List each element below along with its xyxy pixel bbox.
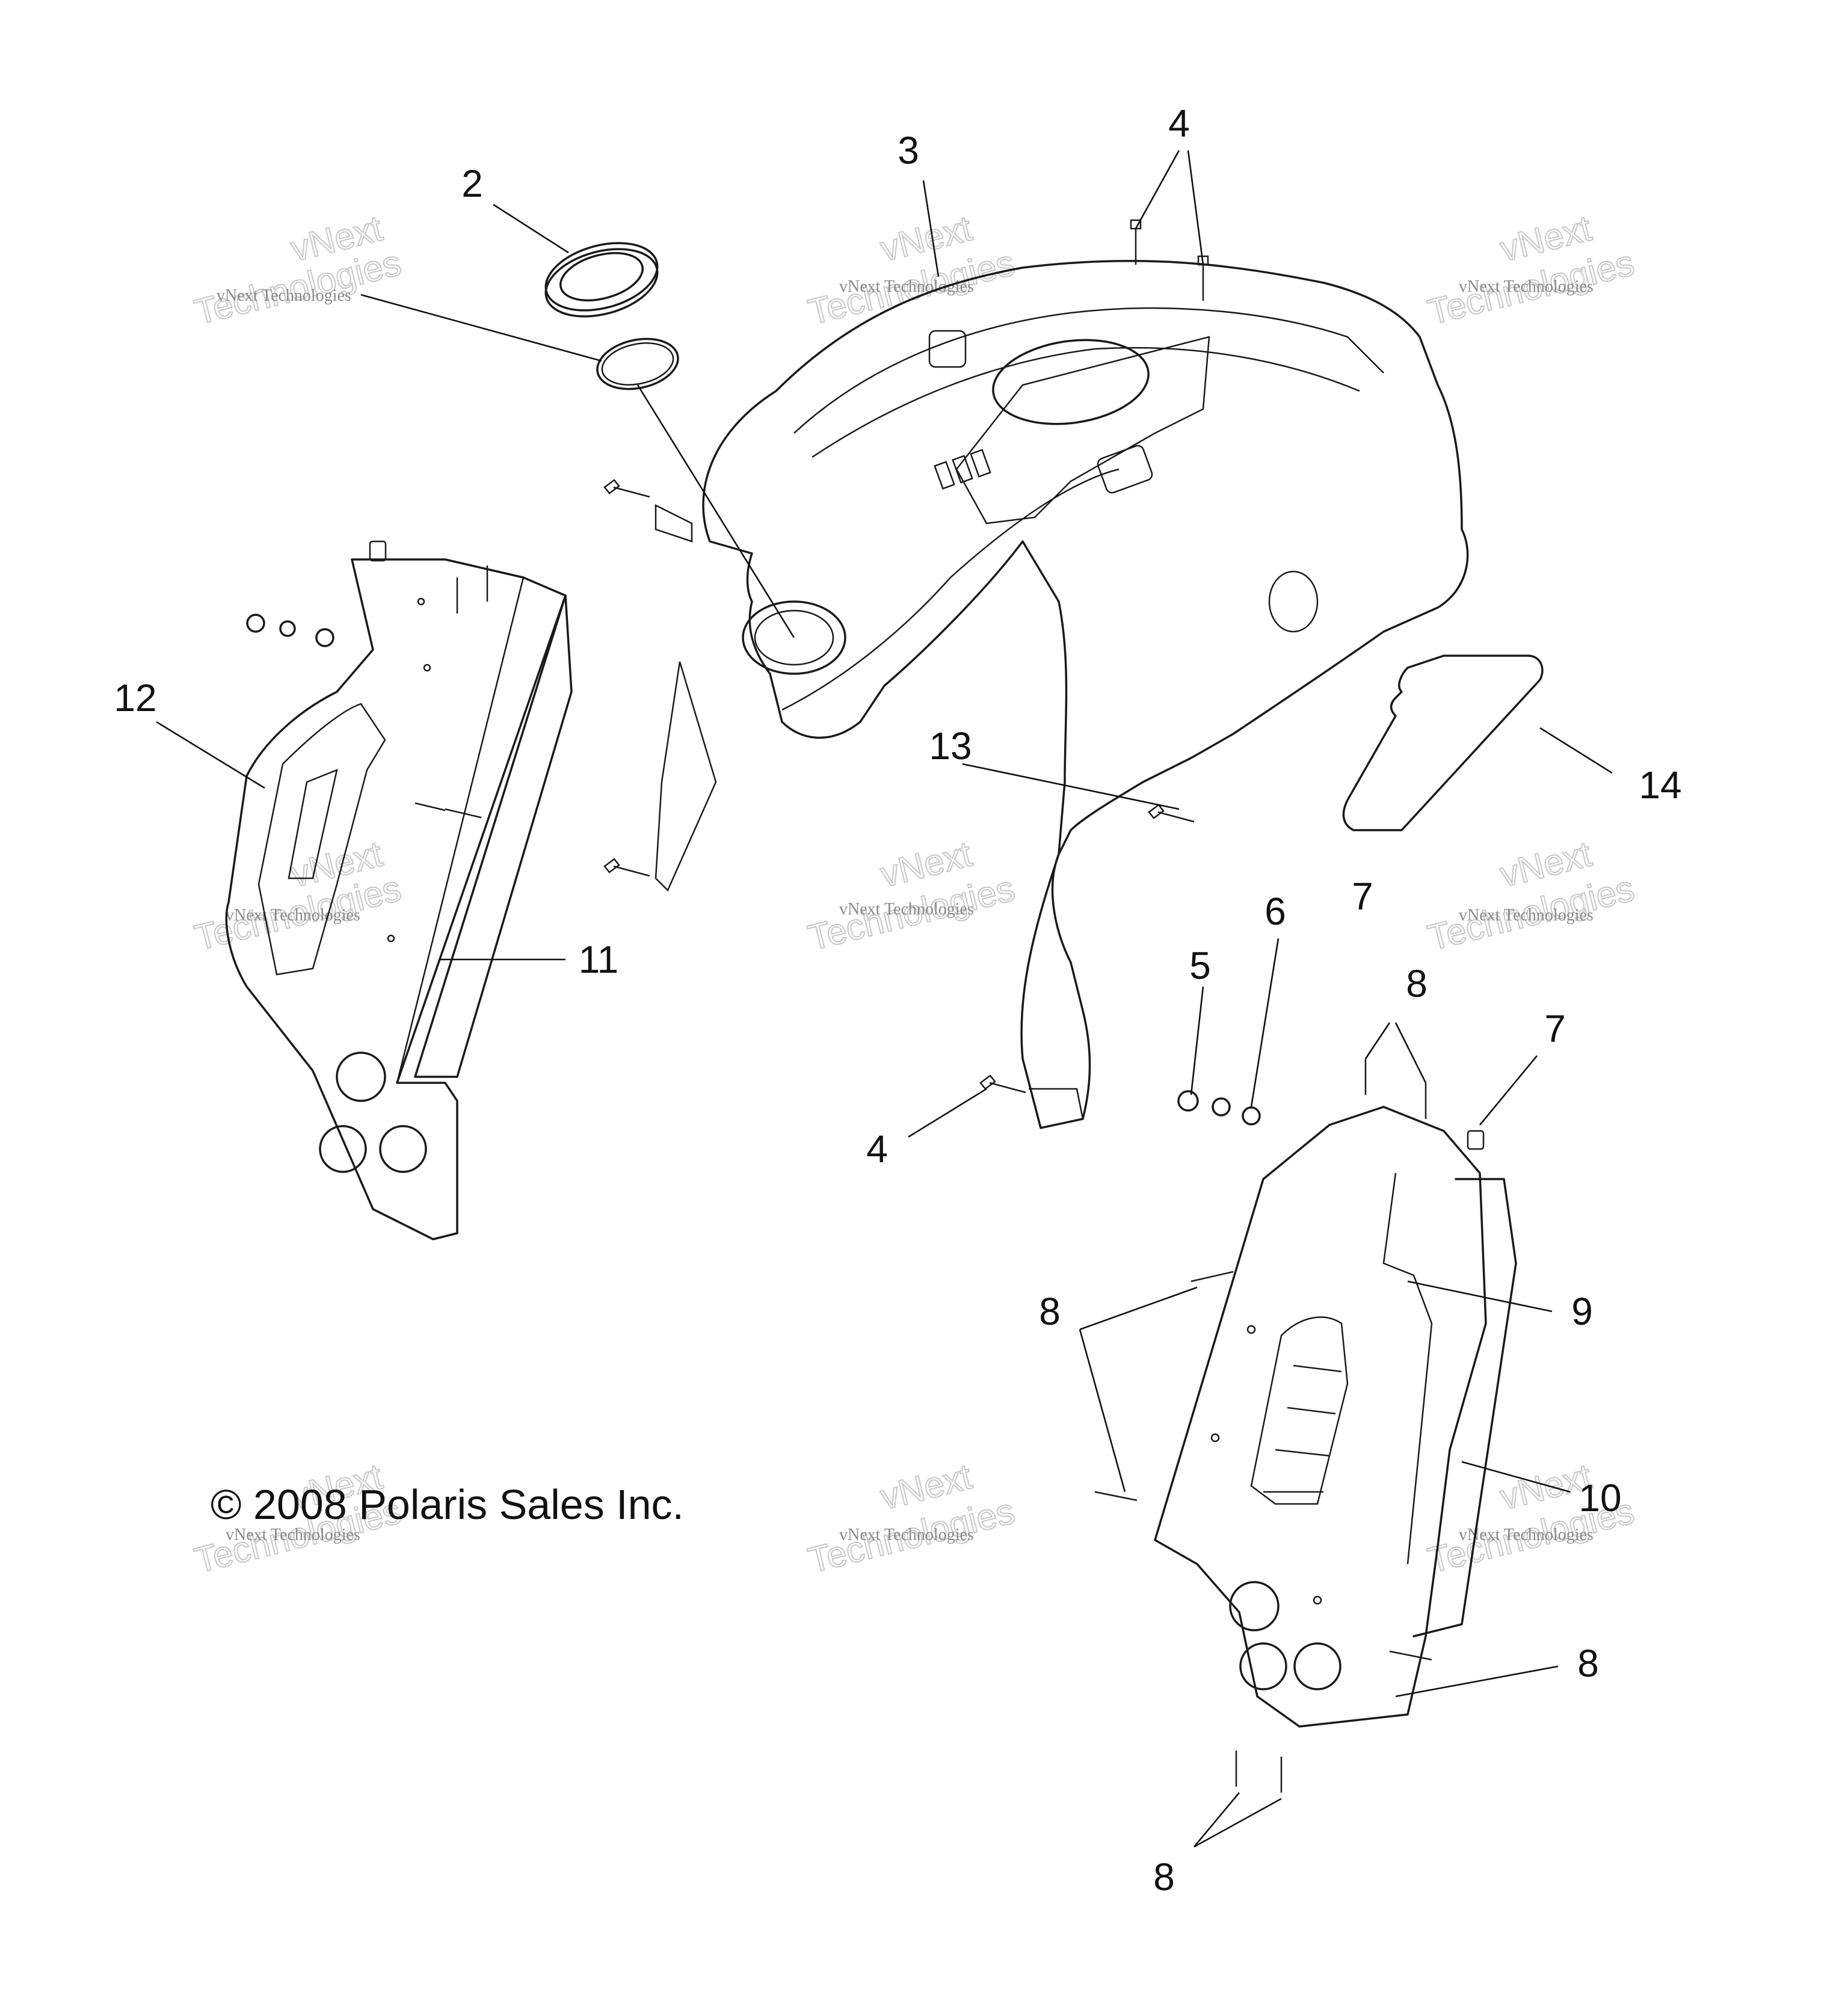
svg-text:vNext Technologies: vNext Technologies [839,277,974,296]
o-ring-part [596,337,679,390]
watermark-top-left: vNext Technologies vNext Technologies [190,207,405,333]
callout-8: 8 [1406,962,1428,1005]
console-hood-part [654,259,1469,1129]
svg-text:vNext Technologies: vNext Technologies [226,1526,360,1544]
callout-8: 8 [1039,1290,1061,1333]
callout-4: 4 [1168,102,1190,145]
callout-labels: 2 3 4 4 5 6 7 7 8 8 8 8 9 10 11 12 13 14 [114,102,1681,1899]
svg-text:vNext Technologies: vNext Technologies [217,286,351,305]
svg-text:vNext Technologies: vNext Technologies [1459,1526,1594,1544]
fuel-cap-part [544,242,659,318]
callout-4: 4 [866,1127,888,1171]
watermark-mid-left: vNext Technologies vNext Technologies [190,833,405,958]
callout-10: 10 [1578,1476,1621,1520]
left-side-panel-part [225,558,573,1240]
callout-3: 3 [898,129,919,172]
svg-text:vNext Technologies: vNext Technologies [839,1526,974,1544]
watermark-mid-right: vNext Technologies vNext Technologies [1423,833,1639,958]
watermark-mid-center: vNext Technologies vNext Technologies [804,833,1019,958]
callout-6: 6 [1264,890,1286,933]
leader-lines [156,150,1613,1848]
callout-13: 13 [929,724,972,768]
callout-8: 8 [1153,1855,1175,1899]
callout-8: 8 [1577,1642,1599,1685]
callout-2: 2 [461,162,483,205]
callout-11: 11 [579,938,618,981]
decal-part [1342,655,1544,831]
callout-5: 5 [1189,944,1211,987]
callout-7: 7 [1352,875,1373,918]
callout-12: 12 [114,676,156,719]
callout-9: 9 [1571,1290,1593,1333]
watermark-top-right: vNext Technologies vNext Technologies [1423,207,1639,333]
right-side-panel-part [1154,1106,1517,1728]
svg-text:vNext Technologies: vNext Technologies [1459,277,1594,296]
watermark-bottom-center: vNext Technologies vNext Technologies [804,1455,1019,1581]
callout-14: 14 [1639,763,1681,807]
svg-text:vNext Technologies: vNext Technologies [226,906,360,925]
callout-7: 7 [1544,1007,1566,1050]
svg-text:vNext Technologies: vNext Technologies [839,900,974,919]
watermark-top-center: vNext Technologies vNext Technologies [804,207,1019,333]
copyright-text: © 2008 Polaris Sales Inc. [211,1481,684,1528]
svg-text:vNext Technologies: vNext Technologies [1459,906,1594,925]
